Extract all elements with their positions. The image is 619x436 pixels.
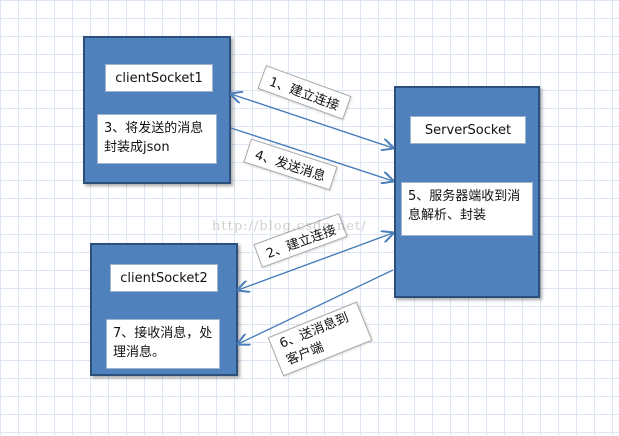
server-socket-note: 5、服务器端收到消息解析、封装	[401, 182, 533, 236]
watermark-text: http://blog.csdn.net/	[212, 219, 367, 234]
edge-6-arrow	[238, 269, 394, 344]
client-socket-1-title: clientSocket1	[105, 64, 213, 92]
server-socket-title: ServerSocket	[410, 116, 526, 144]
client-socket-1-note: 3、将发送的消息封装成json	[97, 114, 217, 164]
client-socket-2-title: clientSocket2	[110, 264, 218, 292]
edge-4-arrow	[230, 127, 393, 181]
client-socket-2-node: clientSocket2 7、接收消息，处理消息。	[90, 243, 238, 376]
server-socket-node: ServerSocket 5、服务器端收到消息解析、封装	[394, 86, 540, 298]
client-socket-1-node: clientSocket1 3、将发送的消息封装成json	[83, 36, 231, 184]
edge-1-arrow	[231, 94, 393, 148]
client-socket-2-note: 7、接收消息，处理消息。	[106, 319, 220, 369]
edge-2-arrow	[238, 233, 393, 290]
